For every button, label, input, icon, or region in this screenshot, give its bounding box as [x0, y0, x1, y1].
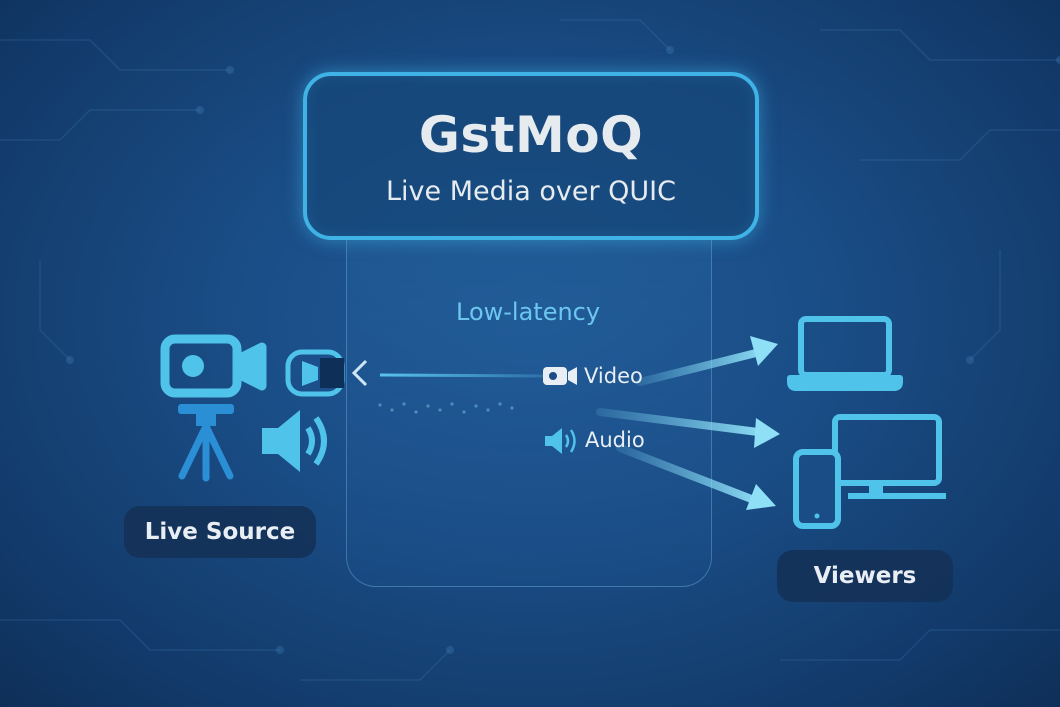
- encoder-icon: [285, 349, 368, 397]
- particle-dots: [378, 402, 514, 414]
- title-box: GstMoQ Live Media over QUIC: [303, 72, 759, 240]
- tripod-icon: [178, 404, 234, 482]
- viewers-label: Viewers: [777, 550, 953, 602]
- latency-label: Low-latency: [456, 298, 601, 326]
- video-camera-icon: [160, 334, 267, 398]
- speaker-icon: [545, 428, 576, 454]
- stream-audio-label: Audio: [585, 428, 645, 452]
- page-title: GstMoQ: [418, 106, 644, 164]
- live-source-label: Live Source: [124, 506, 316, 558]
- stream-video: Video: [542, 364, 643, 388]
- arrow-to-monitor: [596, 408, 780, 448]
- stream-video-label: Video: [584, 364, 643, 388]
- video-camera-icon: [543, 367, 577, 385]
- stream-audio: Audio: [543, 428, 645, 452]
- arrow-to-laptop: [636, 336, 778, 386]
- laptop-icon: [787, 316, 903, 391]
- speaker-icon: [262, 410, 327, 472]
- transport-panel: [346, 236, 712, 587]
- input-stream-line: [379, 373, 546, 378]
- smartphone-icon: [793, 449, 841, 529]
- page-subtitle: Live Media over QUIC: [385, 176, 676, 207]
- desktop-monitor-icon: [832, 414, 946, 499]
- arrow-to-phone: [616, 444, 776, 510]
